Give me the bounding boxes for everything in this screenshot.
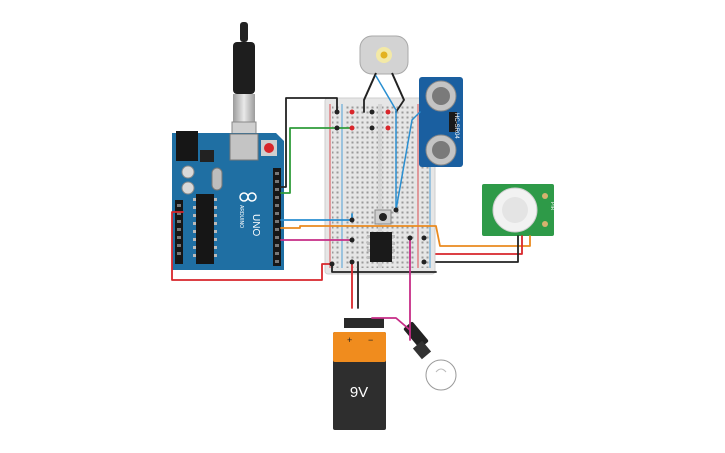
battery-9v[interactable]: + − 9V	[333, 318, 386, 430]
pir-label: PIR	[549, 202, 555, 211]
wire-green	[280, 127, 353, 194]
battery-cap	[333, 332, 386, 362]
wire-red-power	[171, 211, 333, 281]
motor-shaft-icon	[380, 51, 388, 59]
usb-port	[229, 133, 259, 161]
arduino-board[interactable]: UNO ARDUINO	[172, 131, 284, 270]
bulb-glass-icon	[425, 359, 457, 391]
battery-plus-label: +	[347, 335, 352, 345]
center-channel	[378, 104, 382, 268]
light-bulb[interactable]	[403, 321, 457, 391]
battery-snap	[344, 318, 384, 328]
wire-black-gnd	[280, 97, 338, 188]
battery-minus-label: −	[368, 335, 373, 345]
usb-cable	[231, 22, 257, 141]
dc-motor[interactable]	[359, 35, 409, 101]
wire-blue-ultrasonic	[375, 75, 397, 211]
driver-ic	[367, 232, 395, 262]
digital-header	[273, 168, 281, 266]
push-button[interactable]	[374, 209, 392, 225]
connection-points	[329, 109, 427, 267]
ultrasonic-sensor[interactable]: HC-SR04	[419, 77, 463, 167]
wires	[171, 75, 531, 341]
atmega-chip	[196, 194, 214, 264]
battery-voltage-label: 9V	[350, 384, 368, 401]
ultrasonic-label: HC-SR04	[453, 113, 459, 139]
arduino-model-label: UNO	[250, 214, 261, 236]
power-analog-header	[175, 200, 183, 264]
pir-sensor[interactable]: PIR	[482, 184, 555, 236]
arduino-brand-label: ARDUINO	[238, 205, 244, 228]
wire-black-bottom	[331, 263, 437, 273]
arduino-logo-icon	[239, 192, 257, 202]
wire-black-pir	[435, 235, 519, 263]
power-jack	[176, 131, 198, 161]
wire-orange-pir	[280, 225, 531, 247]
reset-button[interactable]	[264, 143, 274, 153]
wire-red-pir	[435, 235, 523, 255]
